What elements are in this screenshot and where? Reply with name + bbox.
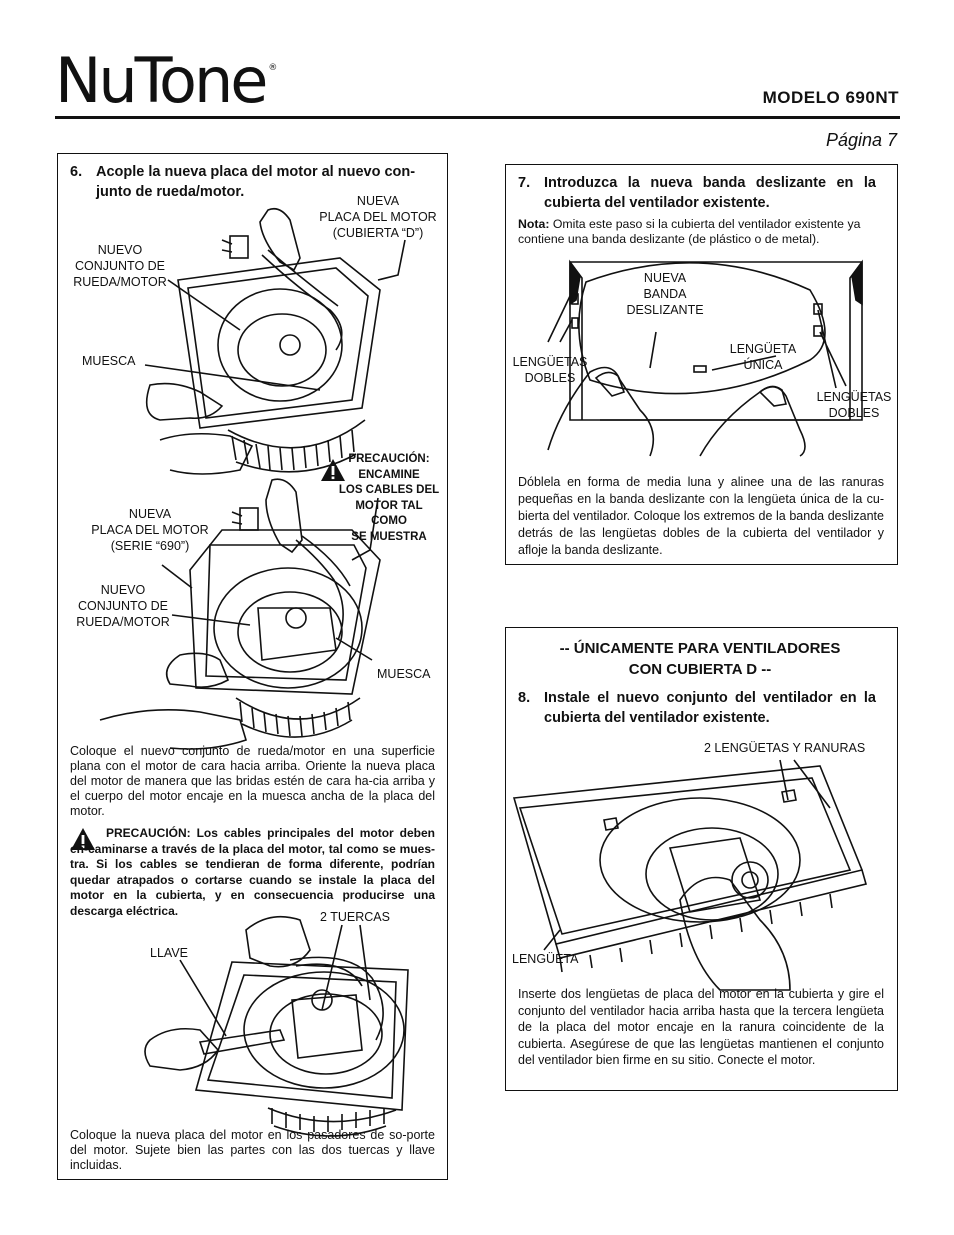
step6-paragraph-2: Coloque la nueva placa del motor en los …	[70, 1128, 435, 1172]
label-nueva-banda: NUEVA BANDA DESLIZANTE	[626, 271, 704, 317]
step8-paragraph: Inserte dos lengüetas de placa del motor…	[518, 987, 884, 1068]
step8-heading: 8. Instale el nuevo conjunto del ventila…	[518, 690, 876, 726]
step6-paragraph-1: Coloque el nuevo conjunto de rueda/motor…	[70, 744, 435, 818]
step6-heading: 6. Acople la nueva placa del motor al nu…	[70, 162, 432, 202]
label-lengueta-unica: LENGÜETA ÚNICA	[729, 342, 797, 372]
warning-icon	[321, 459, 345, 481]
step7-heading: 7. Introduzca la nueva banda deslizante …	[518, 175, 876, 211]
brand-logo: NuTone®	[55, 44, 278, 117]
label-nuevo-conjunto-2: NUEVO CONJUNTO DE RUEDA/MOTOR	[76, 583, 170, 629]
label-lengueta: LENGÜETA	[512, 952, 579, 966]
label-lenguetas-dobles-left: LENGÜETAS DOBLES	[512, 355, 588, 385]
label-2-lenguetas-ranuras: 2 LENGÜETAS Y RANURAS	[704, 741, 866, 755]
label-nuevo-conjunto-1: NUEVO CONJUNTO DE RUEDA/MOTOR	[73, 243, 167, 289]
warning-icon	[71, 828, 95, 850]
section-heading-line2: CON CUBIERTA D --	[628, 661, 772, 678]
step6-warning: PRECAUCIÓN: Los cables principales del m…	[70, 826, 435, 918]
label-nueva-placa-d: NUEVA PLACA DEL MOTOR (CUBIERTA “D”)	[319, 194, 437, 240]
header-rule	[55, 116, 900, 119]
label-muesca-1: MUESCA	[82, 354, 136, 368]
step8-panel	[505, 627, 898, 1091]
label-nueva-placa-690: NUEVA PLACA DEL MOTOR (SERIE “690”)	[91, 507, 209, 553]
label-llave: LLAVE	[150, 946, 188, 960]
step6-title: Acople la nueva placa del motor al nuevo…	[96, 164, 416, 200]
step7-panel	[505, 164, 898, 565]
label-lenguetas-dobles-right: LENGÜETAS DOBLES	[816, 390, 892, 420]
step7-note: Nota: Omita este paso si la cubierta del…	[518, 217, 885, 247]
model-number: MODELO 690NT	[762, 88, 899, 107]
step7-title: Introduzca la nueva banda deslizante en …	[544, 175, 876, 211]
step7-paragraph: Dóblela en forma de media luna y alinee …	[518, 475, 884, 557]
label-muesca-2: MUESCA	[377, 667, 431, 681]
note-label: Nota:	[518, 217, 550, 231]
step8-title: Instale el nuevo conjunto del ventilador…	[544, 690, 876, 726]
step6-panel	[57, 153, 448, 1180]
step8-section-heading: -- ÚNICAMENTE PARA VENTILADORES CON CUBI…	[520, 638, 880, 680]
note-text: Omita este paso si la cubierta del venti…	[518, 217, 861, 246]
label-2-tuercas: 2 TUERCAS	[320, 910, 390, 924]
section-heading-line1: -- ÚNICAMENTE PARA VENTILADORES	[559, 640, 841, 657]
page-number: Página 7	[825, 130, 897, 150]
